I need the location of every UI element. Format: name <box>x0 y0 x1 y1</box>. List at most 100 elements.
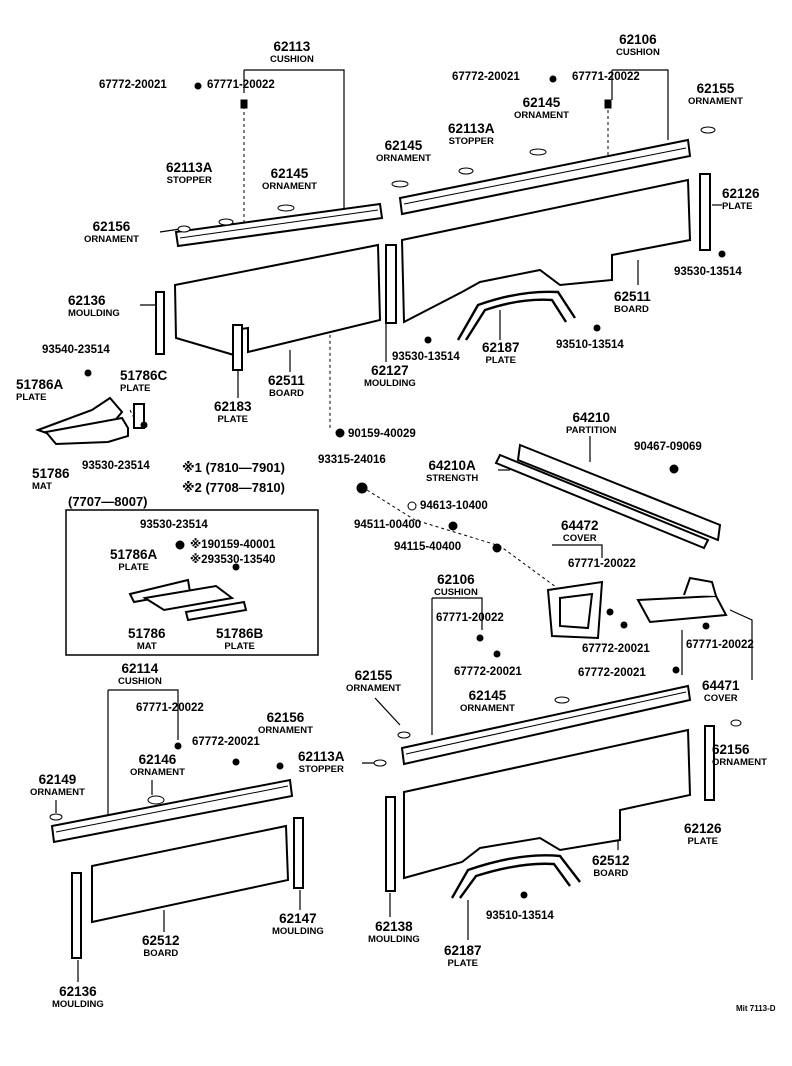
ornament-62155-b <box>397 731 411 739</box>
board-62511-left <box>173 243 382 357</box>
part-number: 62156 <box>266 710 305 725</box>
label-62114: 62114 CUSHION <box>118 662 162 686</box>
part-number: 62113 <box>273 39 311 54</box>
screw-93510-b <box>520 891 528 899</box>
bolt-93315 <box>356 482 368 494</box>
leader-62106b <box>432 597 483 630</box>
label-62106-top: 62106 CUSHION <box>616 33 660 57</box>
clip-7 <box>606 608 614 616</box>
cushion-62106-top-bar <box>398 138 692 216</box>
nut-94511 <box>448 521 458 531</box>
label-62136-b: 62136 MOULDING <box>52 985 104 1009</box>
label-62127: 62127 MOULDING <box>364 364 416 388</box>
ornament-62146 <box>147 795 165 805</box>
part-name: PLATE <box>16 391 47 403</box>
part-number: 62149 <box>38 772 77 787</box>
part-number: 62113A <box>166 160 213 175</box>
label-62156-b: 62156 ORNAMENT <box>258 711 313 735</box>
ornament-62156-a <box>177 225 191 233</box>
part-number: 62136 <box>68 293 106 308</box>
part-number: 51786A <box>110 547 158 562</box>
screw-93510-a <box>593 324 601 332</box>
mat-51786-a <box>44 416 129 446</box>
fastener-f19: 67772-20021 <box>582 643 650 655</box>
inset-mat-51786 <box>142 584 235 612</box>
clip-1 <box>194 82 202 90</box>
clip-13 <box>174 742 182 750</box>
plate-62126-b <box>704 725 715 801</box>
leader-62155b <box>374 697 401 726</box>
fastener-f15: 90467-09069 <box>634 441 702 453</box>
part-number: 51786 <box>32 466 70 481</box>
clip-9 <box>672 666 680 674</box>
part-name: MOULDING <box>52 998 104 1010</box>
reference-code: Mit 7113-D <box>736 1004 776 1013</box>
label-64472: 64472 COVER <box>561 519 599 543</box>
part-name: STRENGTH <box>426 472 479 484</box>
part-number: 62113A <box>448 121 495 136</box>
fastener-f14: 94115-40400 <box>394 541 462 553</box>
plate-62187-b <box>450 854 581 899</box>
part-number: 51786B <box>216 626 264 641</box>
part-name: ORNAMENT <box>514 109 569 121</box>
label-62136-a: 62136 MOULDING <box>68 294 120 318</box>
fastener-f20: 67772-20021 <box>578 667 646 679</box>
ornament-62145-d <box>554 696 570 704</box>
part-number: 62146 <box>138 752 177 767</box>
part-name: ORNAMENT <box>30 786 85 798</box>
clip-8 <box>620 621 628 629</box>
fastener-f5: 93530-13514 <box>674 266 742 278</box>
part-name: ORNAMENT <box>346 682 401 694</box>
part-number: 62155 <box>354 668 393 683</box>
part-number: 62147 <box>279 911 317 926</box>
ornament-62149 <box>49 813 63 821</box>
part-name: BOARD <box>268 387 304 399</box>
part-name: ORNAMENT <box>712 756 767 768</box>
fastener-f9: 93530-23514 <box>82 460 150 472</box>
part-name: BOARD <box>593 867 629 879</box>
fastener-f22: 67771-20022 <box>136 702 204 714</box>
leader-62113-b <box>244 69 345 210</box>
part-number: 62512 <box>592 853 630 868</box>
part-name: MAT <box>32 480 52 492</box>
label-62149: 62149 ORNAMENT <box>30 773 85 797</box>
fastener-f10: 90159-40029 <box>348 428 416 440</box>
fastener-f18: 67772-20021 <box>454 666 522 678</box>
stopper-62113A-a <box>218 218 234 226</box>
part-name: PLATE <box>217 413 248 425</box>
label-62147: 62147 MOULDING <box>272 912 324 936</box>
part-number: 64210 <box>572 410 611 425</box>
moulding-62136-a <box>155 291 165 355</box>
inset-screw-1 <box>175 540 185 550</box>
label-51786A-a: 51786A PLATE <box>16 378 63 402</box>
label-62155-top: 62155 ORNAMENT <box>688 82 743 106</box>
moulding-62127 <box>385 244 397 324</box>
ornament-62145-a <box>391 180 409 188</box>
fastener-f1: 67772-20021 <box>99 79 167 91</box>
bolt-90467 <box>669 464 679 474</box>
fastener-f3: 67772-20021 <box>452 71 520 83</box>
part-name: PLATE <box>447 957 478 969</box>
part-name: PLATE <box>687 835 718 847</box>
part-name: ORNAMENT <box>460 702 515 714</box>
strength-64210A-bar <box>494 453 710 550</box>
ornament-62156-c <box>730 719 742 727</box>
part-name: PLATE <box>485 354 516 366</box>
label-62113: 62113 CUSHION <box>270 40 314 64</box>
part-name: MOULDING <box>68 307 120 319</box>
part-number: 62511 <box>614 289 651 304</box>
cushion-62113-inner <box>179 209 379 239</box>
label-64210: 64210 PARTITION <box>566 411 617 435</box>
part-name: STOPPER <box>298 763 344 775</box>
plate-62183 <box>232 324 243 371</box>
label-62187-a: 62187 PLATE <box>482 341 520 365</box>
stopper-62113A-c <box>373 759 387 767</box>
ornament-62145-b <box>529 148 547 156</box>
part-name: BOARD <box>143 947 179 959</box>
nut-94115 <box>492 543 502 553</box>
date-range-1: ※1 (7810—7901) <box>182 460 285 475</box>
part-number: 62145 <box>522 95 561 110</box>
part-number: 62145 <box>384 138 423 153</box>
fastener-f12: 94613-10400 <box>420 500 488 512</box>
leader-64471-b <box>729 609 753 680</box>
